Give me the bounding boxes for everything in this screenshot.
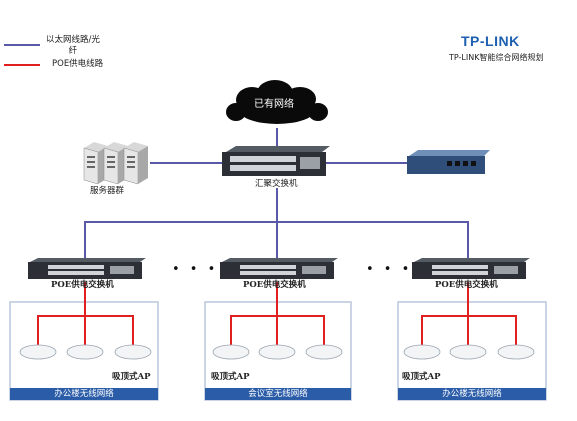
ap-label: 吸顶式AP	[402, 372, 441, 382]
more-switches-ellipsis: • • •	[172, 262, 219, 277]
core-switch-label: 汇聚交换机	[255, 179, 298, 189]
ap-label: 吸顶式AP	[112, 372, 151, 382]
servers-label: 服务器群	[90, 186, 125, 196]
poe-switch-icon	[28, 258, 146, 279]
poe-switch-label: POE供电交换机	[51, 280, 114, 290]
core-switch-icon	[222, 146, 330, 176]
poe-switch-label: POE供电交换机	[435, 280, 498, 290]
poe-switch-icon	[220, 258, 338, 279]
poe-switch-label: POE供电交换机	[243, 280, 306, 290]
tp-link-logo: TP-LINK	[461, 33, 520, 49]
poe-switch-icon	[412, 258, 530, 279]
poe-links	[37, 282, 517, 347]
zone-title: 会议室无线网络	[248, 389, 308, 399]
ethernet-links	[84, 128, 469, 258]
legend-ethernet-label: 以太网线路/光 纤	[46, 35, 100, 56]
cloud-label: 已有网络	[254, 99, 294, 110]
ac-controller-icon	[407, 150, 490, 174]
cloud-icon	[226, 80, 328, 124]
legend-poe-label: POE供电线路	[52, 59, 104, 69]
zone-title: 办公楼无线网络	[442, 389, 502, 399]
more-switches-ellipsis: • • •	[366, 262, 413, 277]
zone-title: 办公楼无线网络	[54, 389, 114, 399]
brand-subtitle: TP-LINK智能综合网络规划	[449, 53, 544, 62]
controller-label: AC无线控制器	[417, 142, 468, 151]
ap-icons	[19, 344, 535, 360]
ap-label: 吸顶式AP	[211, 372, 250, 382]
server-rack-icon	[83, 142, 148, 185]
